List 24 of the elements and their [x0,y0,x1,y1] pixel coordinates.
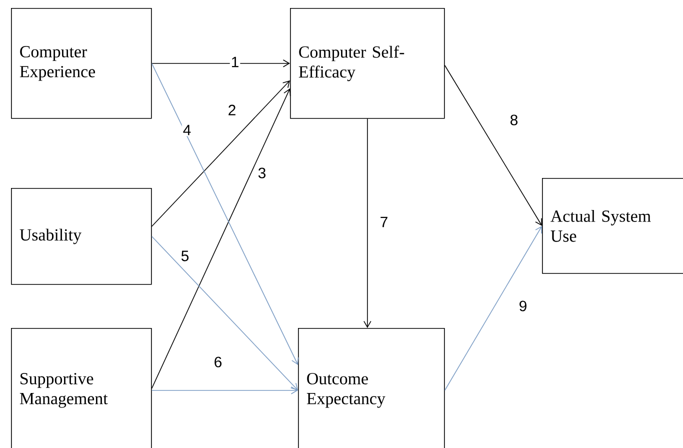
process-box: Computer Self-Efficacy [290,8,445,119]
edge-label: 1 [230,56,240,68]
edge-label: 5 [180,250,190,262]
edge-label: 8 [508,114,520,126]
arrow [444,226,542,391]
process-box: Computer Experience [11,8,152,119]
process-box: Actual System Use [542,178,683,274]
process-box: Outcome Expectancy [298,328,445,448]
edge-label: 3 [256,166,268,180]
process-box: Usability [11,188,152,285]
arrow [444,65,542,226]
edge-label: 4 [182,124,192,136]
edge-label: 7 [378,216,390,228]
arrow [151,60,290,68]
arrow [364,118,372,328]
edge-label: 6 [212,356,224,368]
arrow [151,386,298,394]
process-box: Supportive Management [11,328,152,448]
arrow [151,80,290,227]
arrow [151,63,299,365]
arrow [151,88,291,389]
arrow [151,236,298,390]
edge-label: 2 [226,104,238,116]
edge-label: 9 [518,300,528,312]
